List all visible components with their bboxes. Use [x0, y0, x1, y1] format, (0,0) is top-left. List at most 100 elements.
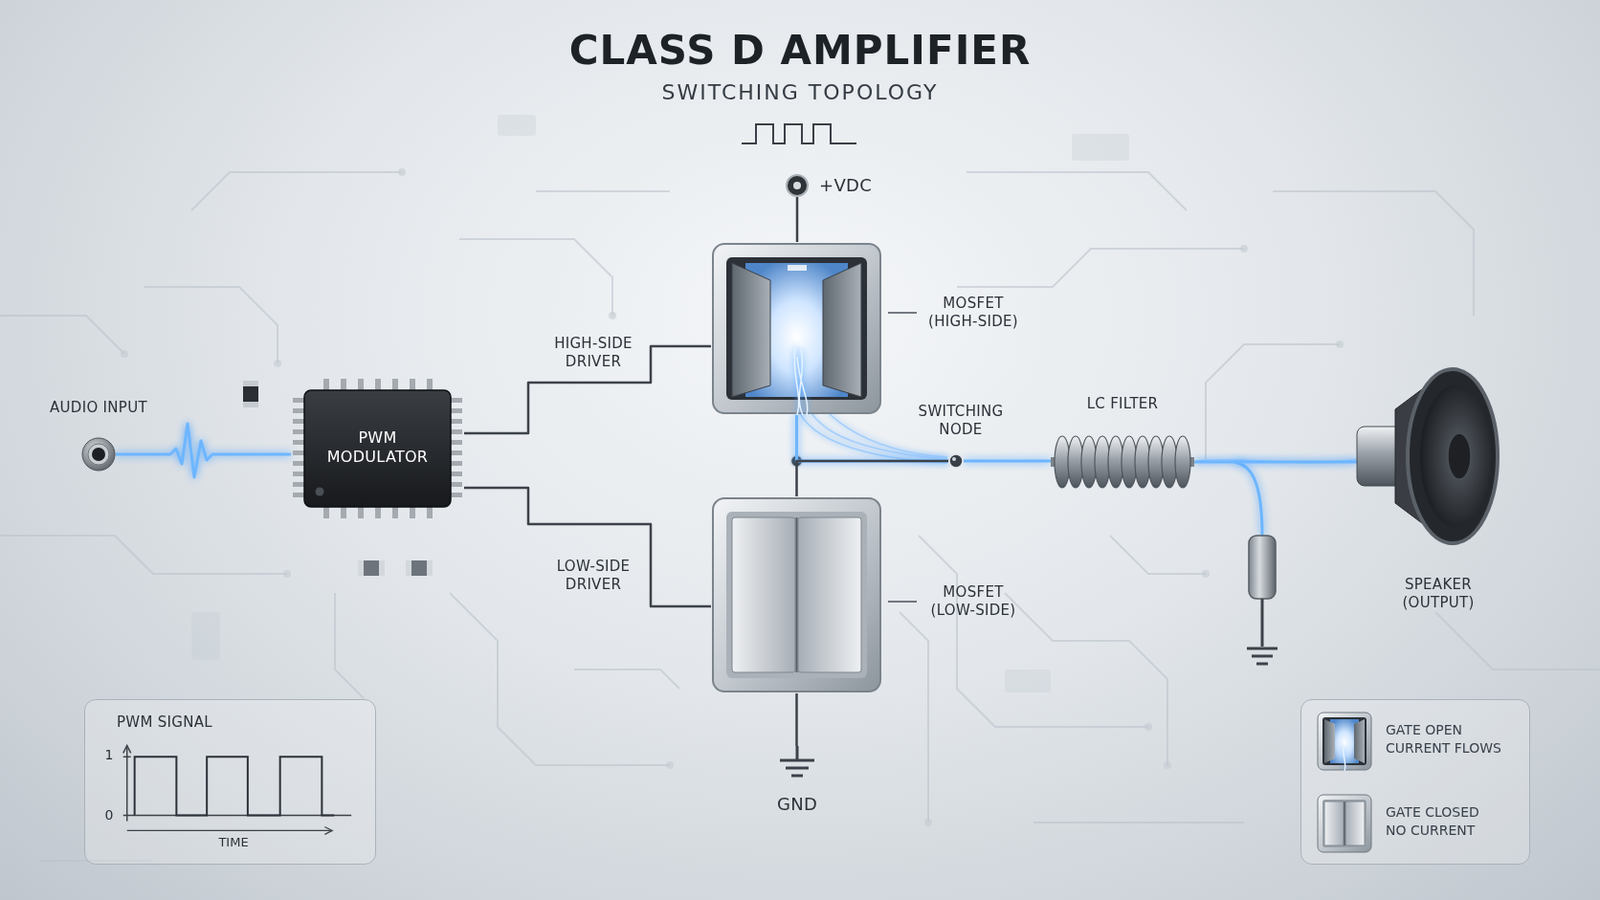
node-label: PWM SIGNAL: [116, 713, 289, 733]
graphic-path: [143, 287, 278, 364]
node-label: SWITCHING NODE: [903, 402, 1019, 440]
graphic-rect: [449, 450, 463, 456]
graphic-line: [791, 775, 803, 778]
audio-jack: AUDIO INPUT: [81, 437, 116, 472]
graphic-rect: [357, 506, 364, 519]
legend-box: GATE OPEN CURRENT FLOWSGATE CLOSED NO CU…: [1300, 699, 1531, 866]
trace-group: [0, 172, 1600, 862]
graphic-line: [1256, 663, 1268, 667]
graphic-path: [1272, 191, 1474, 316]
ground-symbol: [1246, 648, 1278, 665]
graphic-rect: [292, 440, 306, 445]
node-graphic: [1050, 433, 1195, 491]
mosfet-open: MOSFET (HIGH-SIDE): [711, 242, 883, 416]
graphic-rect: [1317, 795, 1372, 853]
graphic-path: [1435, 612, 1600, 670]
graphic-rect: [798, 517, 862, 673]
graphic-circle: [82, 438, 115, 471]
node-label: MOSFET (LOW-SIDE): [920, 583, 1026, 621]
wire-connector: [963, 460, 1051, 464]
graphic-rect: [449, 492, 463, 498]
graphic-rect: [357, 560, 364, 577]
graphic-line: [796, 746, 800, 760]
supply-terminal: +VDC: [785, 174, 809, 198]
graphic-line: [796, 517, 799, 673]
graphic-rect: [712, 244, 881, 414]
graphic-circle: [666, 761, 674, 770]
graphic-circle: [1144, 723, 1153, 732]
graphic-circle: [398, 168, 406, 177]
graphic-circle: [273, 359, 282, 368]
graphic-path: [1004, 593, 1168, 766]
graphic-rect: [292, 398, 306, 403]
graphic-rect: [292, 471, 306, 477]
graphic-rect: [378, 560, 385, 577]
graphic-rect: [340, 506, 347, 519]
edge-label: HIGH-SIDE DRIVER: [535, 334, 651, 372]
graphic-rect: [292, 482, 306, 488]
graphic-path: [0, 315, 125, 355]
graphic-circle: [1335, 340, 1344, 349]
graphic-circle: [91, 447, 106, 462]
graphic-path: [191, 172, 402, 211]
graphic-rect: [243, 380, 259, 408]
wire-connector: [1194, 461, 1357, 465]
graphic-line: [1246, 647, 1278, 651]
graphic-rect: [292, 450, 306, 456]
graphic-path: [123, 745, 132, 754]
graphic-circle: [1163, 761, 1172, 770]
graphic-ellipse: [1175, 436, 1191, 489]
graphic-circle: [88, 444, 110, 466]
graphic-rect: [449, 408, 463, 414]
node-label: AUDIO INPUT: [31, 399, 166, 418]
graphic-rect: [357, 378, 364, 392]
wire-connector: [797, 415, 950, 462]
node-label: PWM MODULATOR: [320, 428, 436, 467]
graphic-rect: [323, 378, 330, 392]
graphic-rect: [449, 440, 463, 445]
square-wave-icon: [741, 124, 857, 144]
graphic-polygon: [1354, 719, 1365, 764]
capacitor-lead: [1261, 599, 1265, 647]
node-graphic: [948, 453, 964, 469]
wire-connector: [795, 693, 799, 747]
graphic-line: [1343, 801, 1346, 846]
graphic-circle: [952, 457, 956, 462]
graphic-rect: [787, 265, 807, 271]
graphic-rect: [357, 560, 385, 577]
wire-connector: [797, 461, 950, 497]
graphic-polygon: [822, 263, 862, 398]
graphic-path: [918, 535, 1149, 728]
graphic-rect: [304, 390, 451, 508]
graphic-line: [785, 767, 809, 771]
legend-sample: [1316, 711, 1373, 772]
speaker: SPEAKER (OUTPUT): [1356, 367, 1501, 546]
graphic-ellipse: [1407, 369, 1498, 544]
diagram-title: CLASS D AMPLIFIER: [321, 26, 1279, 74]
switching-node: SWITCHING NODE: [948, 453, 964, 469]
node-graphic: [777, 746, 817, 779]
graphic-line: [1251, 655, 1273, 659]
graphic-rect: [1345, 801, 1365, 846]
graphic-circle: [608, 311, 617, 320]
graphic-path: [574, 669, 680, 689]
graphic-path: [324, 826, 333, 835]
graphic-rect: [292, 408, 306, 414]
graphic-rect: [1324, 801, 1344, 846]
inductor-coil: LC FILTER: [1050, 433, 1195, 491]
graphic-circle: [315, 488, 325, 497]
graphic-rect: [426, 378, 433, 392]
graphic-line: [123, 756, 132, 758]
edge-label: LOW-SIDE DRIVER: [535, 557, 651, 595]
graphic-path: [0, 535, 288, 575]
capacitor-symbol: [1248, 535, 1276, 600]
axis-label: 0: [101, 807, 117, 824]
graphic-path: [334, 593, 364, 699]
graphic-rect: [292, 492, 306, 498]
graphic-path: [966, 172, 1187, 211]
node-graphic: [1356, 367, 1501, 546]
graphic-rect: [375, 506, 381, 519]
graphic-rect: [732, 517, 796, 673]
graphic-rect: [449, 461, 463, 467]
graphic-circle: [283, 570, 291, 578]
